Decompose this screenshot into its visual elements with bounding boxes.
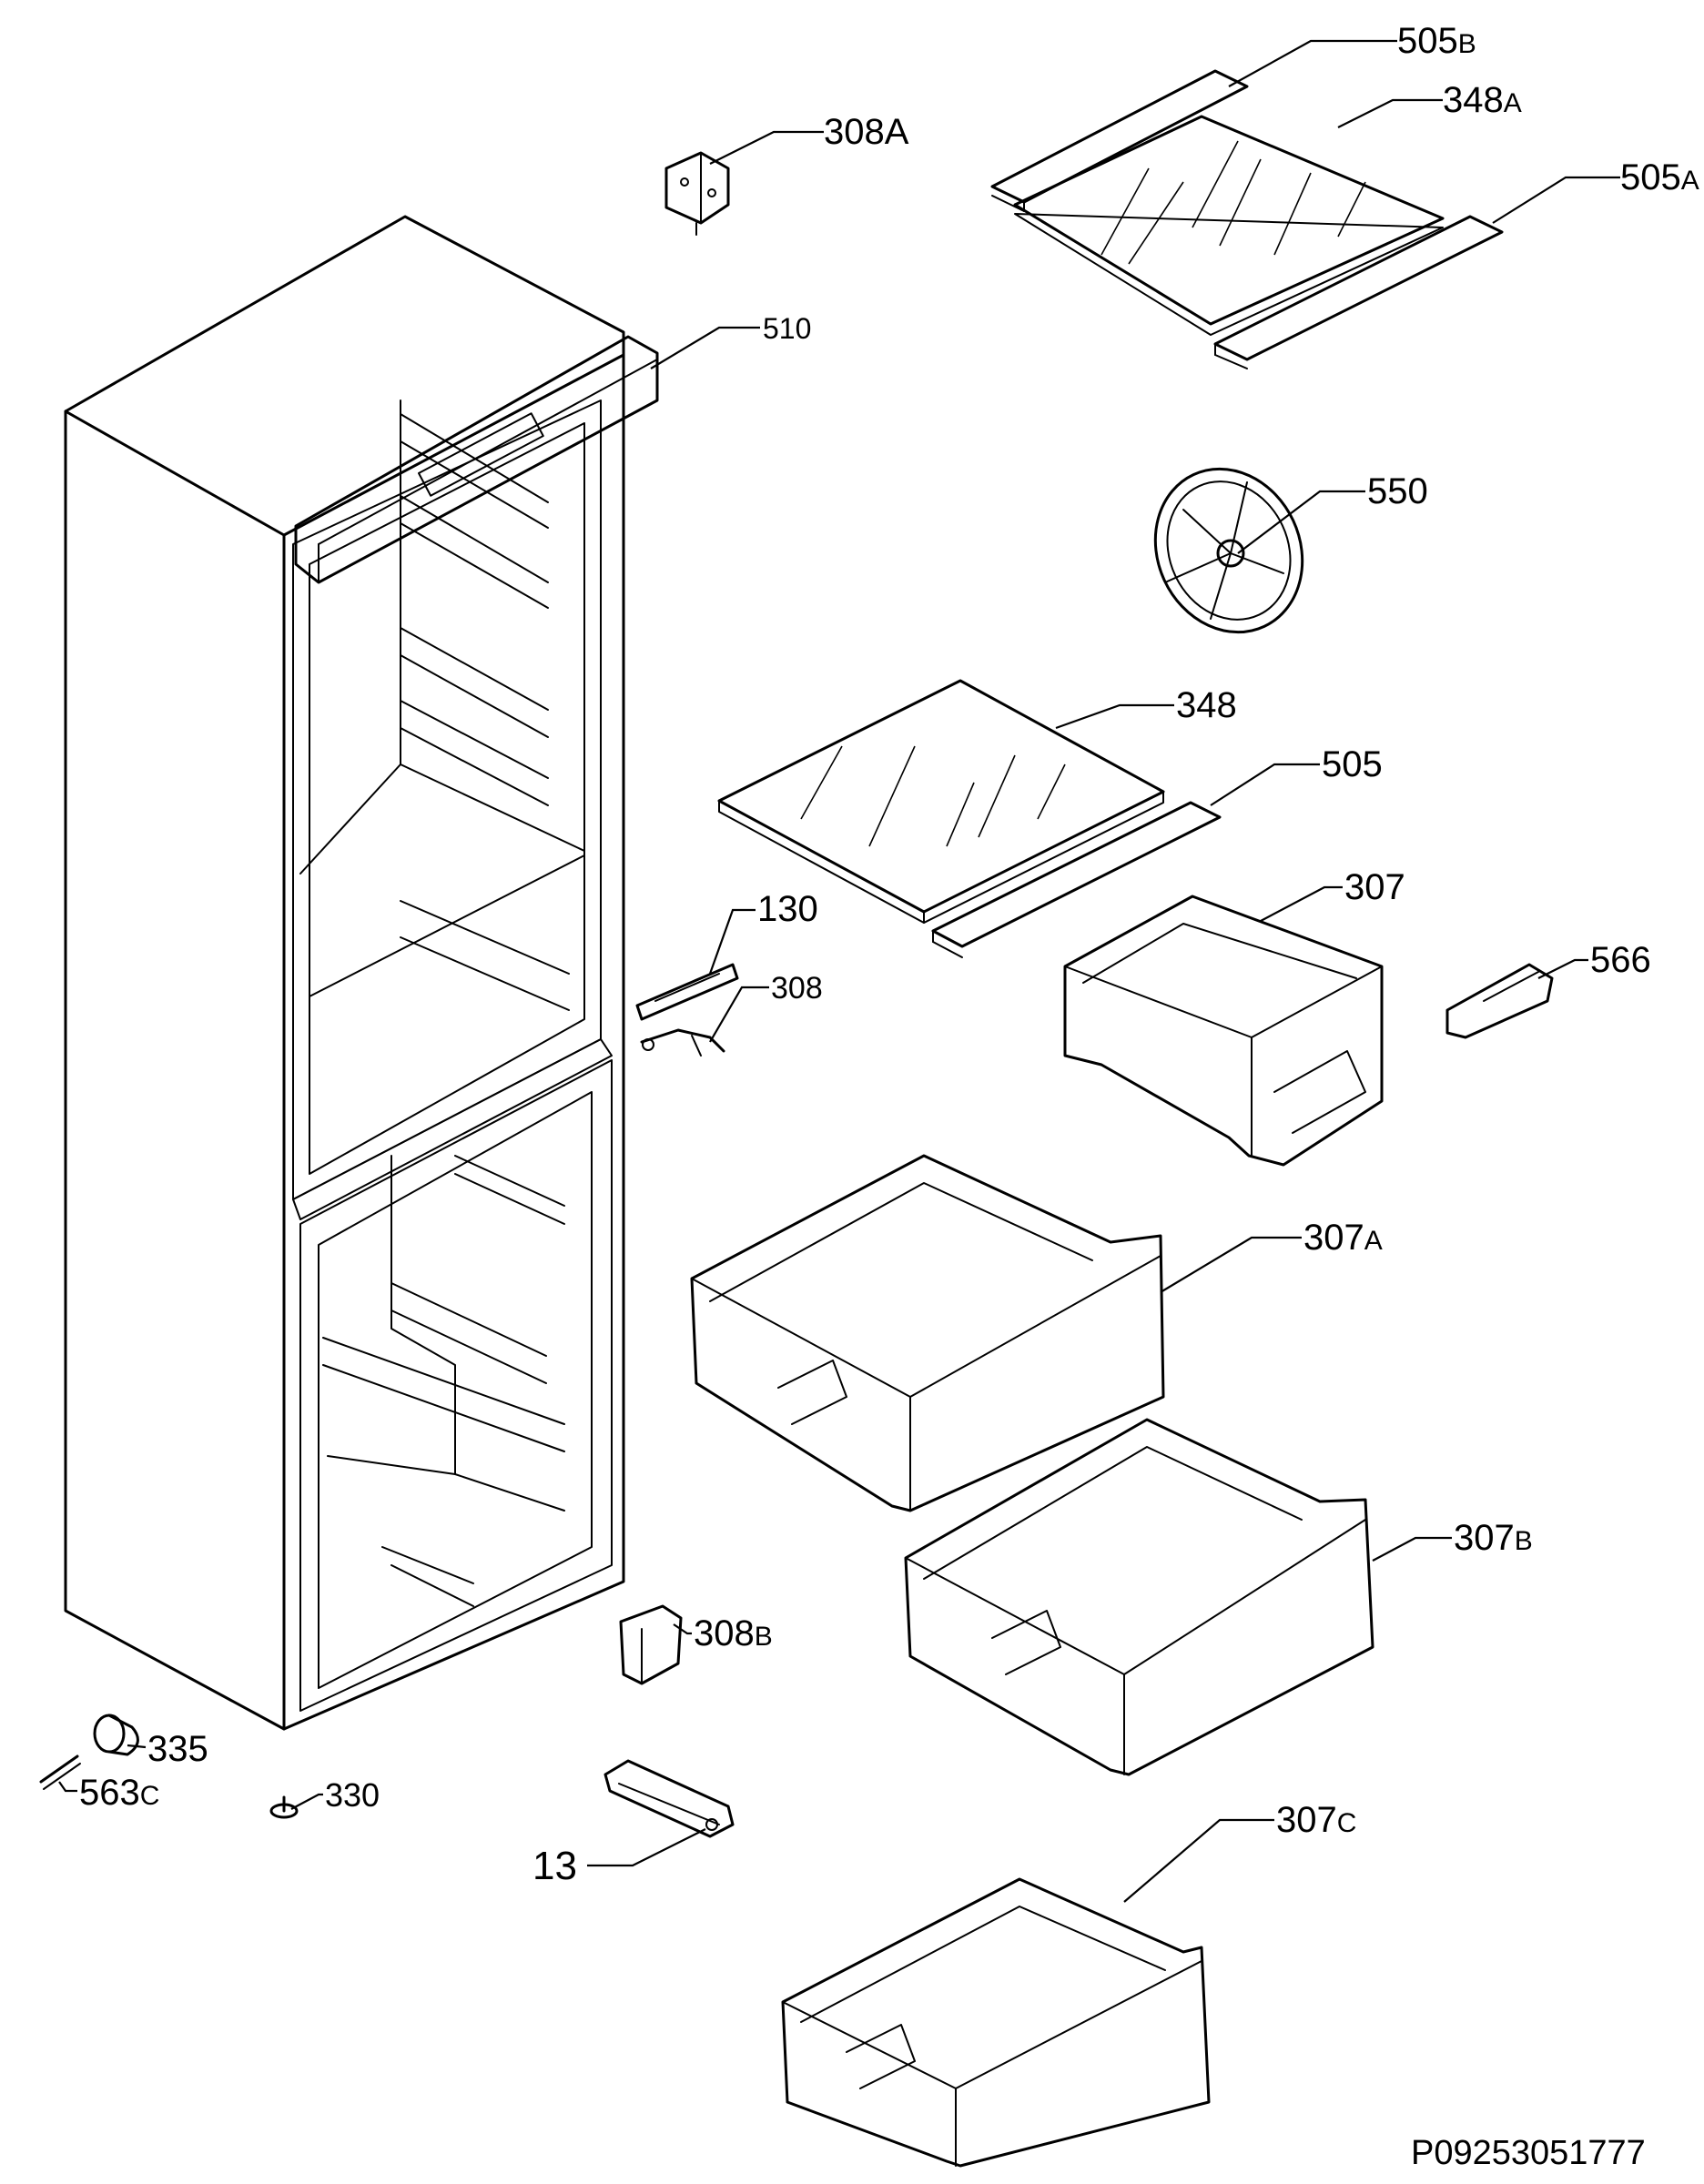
callout-307a: 307A bbox=[1303, 1218, 1383, 1258]
callout-566: 566 bbox=[1590, 940, 1651, 980]
pin-563c bbox=[39, 1754, 81, 1790]
freezer-drawer-307c bbox=[781, 1877, 1211, 2168]
callout-308b: 308B bbox=[694, 1613, 773, 1653]
callout-308: 308 bbox=[771, 971, 823, 1006]
bracket-308a bbox=[664, 151, 730, 236]
callout-505b: 505B bbox=[1397, 21, 1476, 61]
adjustable-foot-330 bbox=[269, 1795, 299, 1819]
freezer-drawer-307b bbox=[904, 1418, 1374, 1776]
hinge-13 bbox=[604, 1759, 735, 1838]
fan-guard-550 bbox=[1153, 467, 1304, 634]
part-130 bbox=[635, 963, 739, 1021]
crisper-drawer-307 bbox=[1063, 895, 1384, 1167]
callout-550: 550 bbox=[1367, 471, 1428, 511]
callout-307b: 307B bbox=[1454, 1518, 1533, 1558]
control-panel-510 bbox=[294, 335, 659, 584]
freezer-drawer-307a bbox=[690, 1154, 1165, 1512]
callout-505: 505 bbox=[1322, 744, 1383, 784]
callout-505a: 505A bbox=[1620, 157, 1699, 197]
callout-307: 307 bbox=[1344, 867, 1405, 907]
glass-shelf-348a bbox=[1013, 115, 1445, 336]
callout-330: 330 bbox=[325, 1776, 380, 1814]
hinge-308 bbox=[640, 1028, 725, 1057]
shelf-trim-505a bbox=[1213, 215, 1504, 369]
callout-308a: 308A bbox=[824, 112, 909, 152]
callout-307c: 307C bbox=[1276, 1800, 1356, 1840]
callout-labels: 505B 348A 505A 308A 510 550 348 505 130 … bbox=[79, 21, 1699, 1888]
callout-348a: 348A bbox=[1443, 80, 1522, 120]
leader-lines bbox=[58, 39, 1620, 1903]
bracket-566 bbox=[1445, 963, 1554, 1039]
callout-348: 348 bbox=[1176, 685, 1237, 725]
shelf-trim-505b bbox=[990, 69, 1249, 212]
hinge-308b bbox=[619, 1604, 683, 1685]
foot-cap-335 bbox=[93, 1714, 139, 1756]
callout-335: 335 bbox=[147, 1729, 208, 1769]
callout-563c: 563C bbox=[79, 1773, 159, 1813]
fridge-cabinet bbox=[64, 215, 625, 1731]
callout-13: 13 bbox=[532, 1844, 577, 1888]
callout-130: 130 bbox=[757, 889, 818, 929]
glass-shelf-348 bbox=[717, 679, 1165, 924]
shelf-trim-505 bbox=[931, 801, 1222, 958]
callout-510: 510 bbox=[763, 312, 811, 345]
document-id: P09253051777 bbox=[1411, 2134, 1646, 2172]
